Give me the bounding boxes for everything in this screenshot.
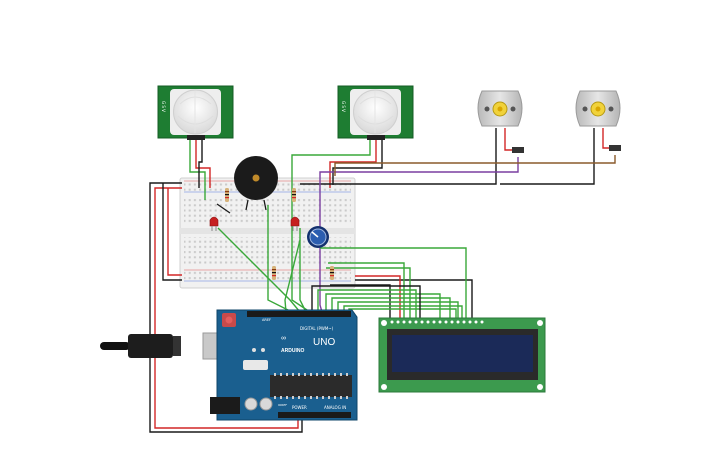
- wire-lcd-v0[interactable]: [320, 247, 467, 318]
- resistor-3[interactable]: [272, 266, 276, 280]
- wire-lcd-rs[interactable]: [328, 262, 405, 318]
- potentiometer[interactable]: [307, 226, 329, 248]
- resistor-4[interactable]: [330, 266, 334, 280]
- wire-motor2-brown[interactable]: [334, 155, 616, 176]
- wire-pir1-green[interactable]: [189, 138, 206, 200]
- wire-motor1-purple[interactable]: [319, 157, 519, 313]
- lcd-screen: [392, 335, 533, 372]
- usb-cable[interactable]: [100, 342, 130, 350]
- arduino-model: UNO: [313, 337, 335, 348]
- wire-lcd-k[interactable]: [343, 305, 463, 318]
- wire-ard-d2[interactable]: [311, 285, 421, 318]
- analog-label: ANALOG IN: [324, 405, 346, 410]
- arduino-infinity-logo: ∞: [281, 335, 286, 342]
- power-label: POWER: [292, 405, 307, 410]
- arduino-brand: ARDUINO: [281, 348, 304, 354]
- wire-lcd-d6[interactable]: [331, 297, 451, 318]
- ioref-label: IOREF: [278, 403, 287, 407]
- wire-pir2-red[interactable]: [329, 138, 377, 188]
- led-red-1[interactable]: [209, 216, 219, 231]
- wire-motor1-red[interactable]: [504, 128, 518, 151]
- wire-led1-signal[interactable]: [217, 227, 301, 313]
- lcd-display[interactable]: [378, 317, 546, 393]
- wire-motor1-black[interactable]: [300, 128, 497, 185]
- dc-motor-2[interactable]: [575, 90, 621, 151]
- pir2-side-label: G S V: [341, 101, 346, 112]
- wire-motor2-black[interactable]: [500, 128, 595, 185]
- dc-motor-1[interactable]: [477, 90, 524, 153]
- wire-rail-left-black[interactable]: [162, 183, 182, 281]
- wire-lcd-gnd[interactable]: [355, 279, 473, 318]
- wire-lcd-d4[interactable]: [317, 289, 417, 318]
- wire-pir2-green[interactable]: [291, 138, 371, 313]
- resistor-1[interactable]: [225, 188, 229, 202]
- wire-pot-signal[interactable]: [284, 239, 301, 313]
- wire-lcd-black2[interactable]: [330, 284, 391, 318]
- led-red-2[interactable]: [290, 216, 300, 231]
- power-analog-header[interactable]: [278, 412, 351, 418]
- atmega-chip: [270, 375, 352, 397]
- wire-lcd-vcc[interactable]: [355, 275, 401, 318]
- pir-sensor-1[interactable]: G S V: [157, 85, 234, 140]
- aref-label: AREF: [262, 318, 271, 322]
- resistor-2[interactable]: [292, 188, 296, 202]
- wire-pir1-red[interactable]: [195, 138, 211, 188]
- wire-buzzer-signal[interactable]: [267, 205, 293, 313]
- power-jack[interactable]: [210, 397, 240, 414]
- wire-pir1-black[interactable]: [198, 138, 203, 188]
- motor1-switch[interactable]: [512, 147, 524, 153]
- wire-rail-left-red[interactable]: [167, 188, 182, 276]
- wire-arduino-5v-red[interactable]: [154, 187, 299, 429]
- capacitor-2: [259, 397, 273, 411]
- piezo-buzzer[interactable]: [234, 156, 278, 211]
- pir-sensor-2[interactable]: G S V: [337, 85, 414, 140]
- wire-lcd-d7[interactable]: [337, 301, 459, 318]
- wire-pir2-black[interactable]: [332, 138, 383, 185]
- capacitor-1: [244, 397, 258, 411]
- wiring: [149, 128, 616, 433]
- motor2-switch[interactable]: [609, 145, 621, 151]
- wire-arduino-gnd-black[interactable]: [149, 182, 303, 433]
- wire-led2-signal[interactable]: [299, 228, 307, 313]
- arduino-uno[interactable]: DIGITAL (PWM~) AREF ∞ ARDUINO UNO POWER …: [100, 309, 358, 421]
- pir1-side-label: G S V: [161, 101, 166, 112]
- digital-header[interactable]: [247, 311, 351, 317]
- digital-label: DIGITAL (PWM~): [300, 326, 334, 331]
